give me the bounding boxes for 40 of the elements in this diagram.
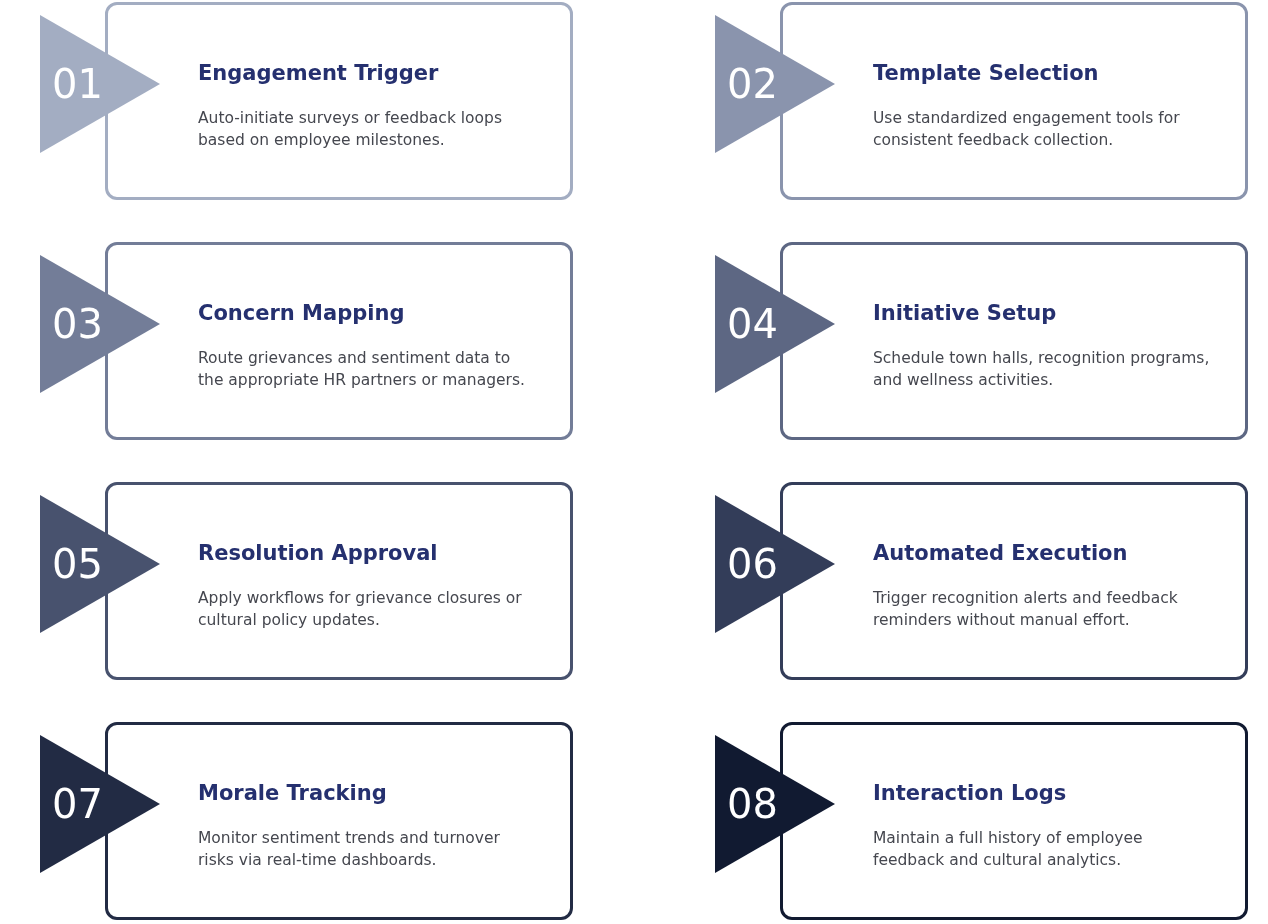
step-number-triangle [715, 495, 837, 633]
step-number: 07 [52, 781, 103, 827]
step-title: Resolution Approval [198, 541, 438, 565]
step-number-triangle [715, 15, 837, 153]
step-card [105, 722, 573, 920]
step-card [105, 482, 573, 680]
step-description: Use standardized engagement tools for consistent feedback collection. [873, 108, 1181, 151]
step-card [105, 2, 573, 200]
step-title: Engagement Trigger [198, 61, 439, 85]
step-card [780, 482, 1248, 680]
step-title: Template Selection [873, 61, 1099, 85]
step-number: 06 [727, 541, 778, 587]
step-title: Automated Execution [873, 541, 1128, 565]
step-description: Monitor sentiment trends and turnover risks via real-time dashboards. [198, 828, 501, 871]
step-number-triangle [715, 735, 837, 873]
step-card [780, 2, 1248, 200]
step-description: Route grievances and sentiment data to the appropriate HR partners or managers. [198, 348, 526, 391]
step-number: 02 [727, 61, 778, 107]
step-description: Schedule town halls, recognition programs, and wellness activities. [873, 348, 1211, 391]
step-title: Concern Mapping [198, 301, 405, 325]
step-number-triangle [40, 495, 162, 633]
step-number-triangle [40, 255, 162, 393]
step-number: 04 [727, 301, 778, 347]
step-title: Interaction Logs [873, 781, 1067, 805]
step-number: 08 [727, 781, 778, 827]
step-title: Morale Tracking [198, 781, 387, 805]
step-description: Trigger recognition alerts and feedback reminders without manual effort. [873, 588, 1179, 631]
step-card [780, 722, 1248, 920]
step-number: 05 [52, 541, 103, 587]
step-description: Apply workflows for grievance closures or cultural policy updates. [198, 588, 523, 631]
step-number: 03 [52, 301, 103, 347]
step-description: Auto-initiate surveys or feedback loops based on employee milestones. [198, 108, 503, 151]
step-card [105, 242, 573, 440]
step-number-triangle [40, 15, 162, 153]
step-number: 01 [52, 61, 103, 107]
step-number-triangle [715, 255, 837, 393]
step-title: Initiative Setup [873, 301, 1057, 325]
step-description: Maintain a full history of employee feedback and cultural analytics. [873, 828, 1144, 871]
step-card [780, 242, 1248, 440]
step-number-triangle [40, 735, 162, 873]
